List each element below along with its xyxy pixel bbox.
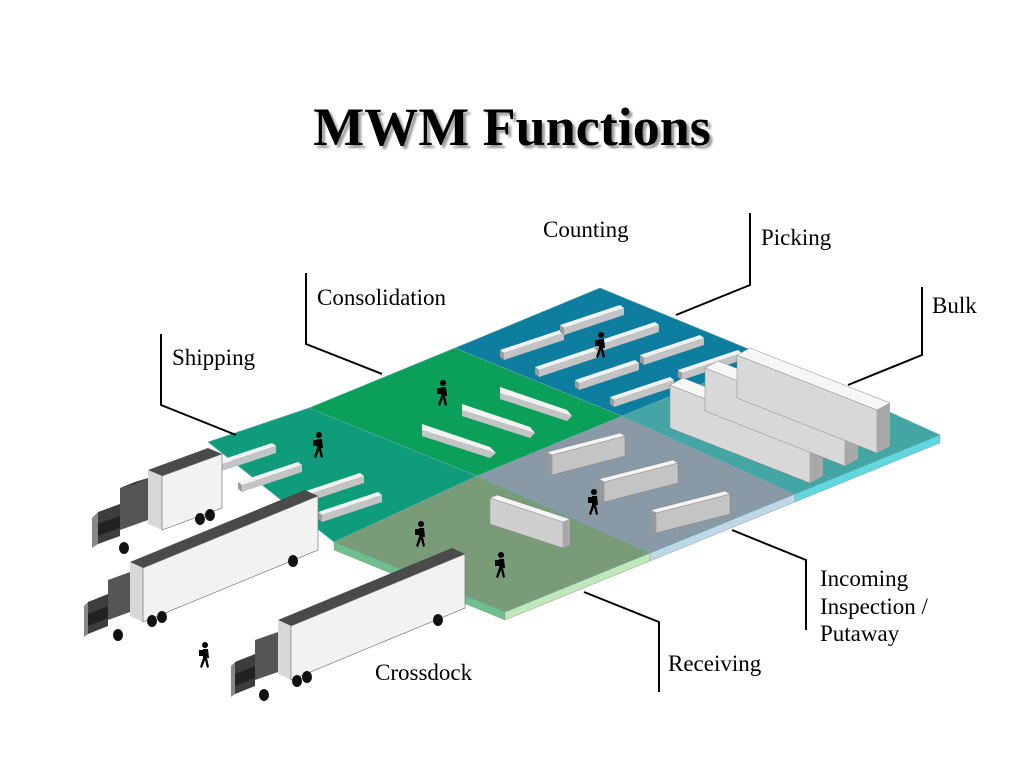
incoming-leader (731, 529, 807, 630)
bulk-racks (669, 347, 891, 484)
slide-title: MWM Functions (313, 97, 711, 157)
bulk-leader (847, 287, 923, 386)
picking-leader (675, 213, 751, 316)
label-bulk: Bulk (932, 293, 977, 318)
label-receiving: Receiving (668, 651, 762, 676)
walking-person-icon (199, 642, 209, 668)
consolidation-shelves (422, 387, 572, 458)
label-shipping: Shipping (172, 345, 256, 370)
label-incoming: Incoming Inspection / Putaway (820, 565, 928, 648)
label-crossdock: Crossdock (375, 660, 473, 685)
label-picking: Picking (761, 225, 832, 250)
label-consolidation: Consolidation (317, 285, 447, 310)
truck-icon (84, 490, 319, 641)
label-incoming-line3: Putaway (820, 621, 900, 647)
label-incoming-line2: Inspection / (820, 593, 928, 619)
truck-icon (92, 448, 223, 554)
receiving-leader (583, 591, 660, 692)
truck-icon (231, 548, 466, 701)
shipping-leader (160, 334, 237, 436)
crossdock-block (489, 494, 571, 549)
consolidation-leader (305, 273, 383, 375)
label-incoming-line1: Incoming (820, 566, 909, 591)
label-counting: Counting (543, 217, 629, 242)
inspection-blocks (546, 432, 731, 534)
